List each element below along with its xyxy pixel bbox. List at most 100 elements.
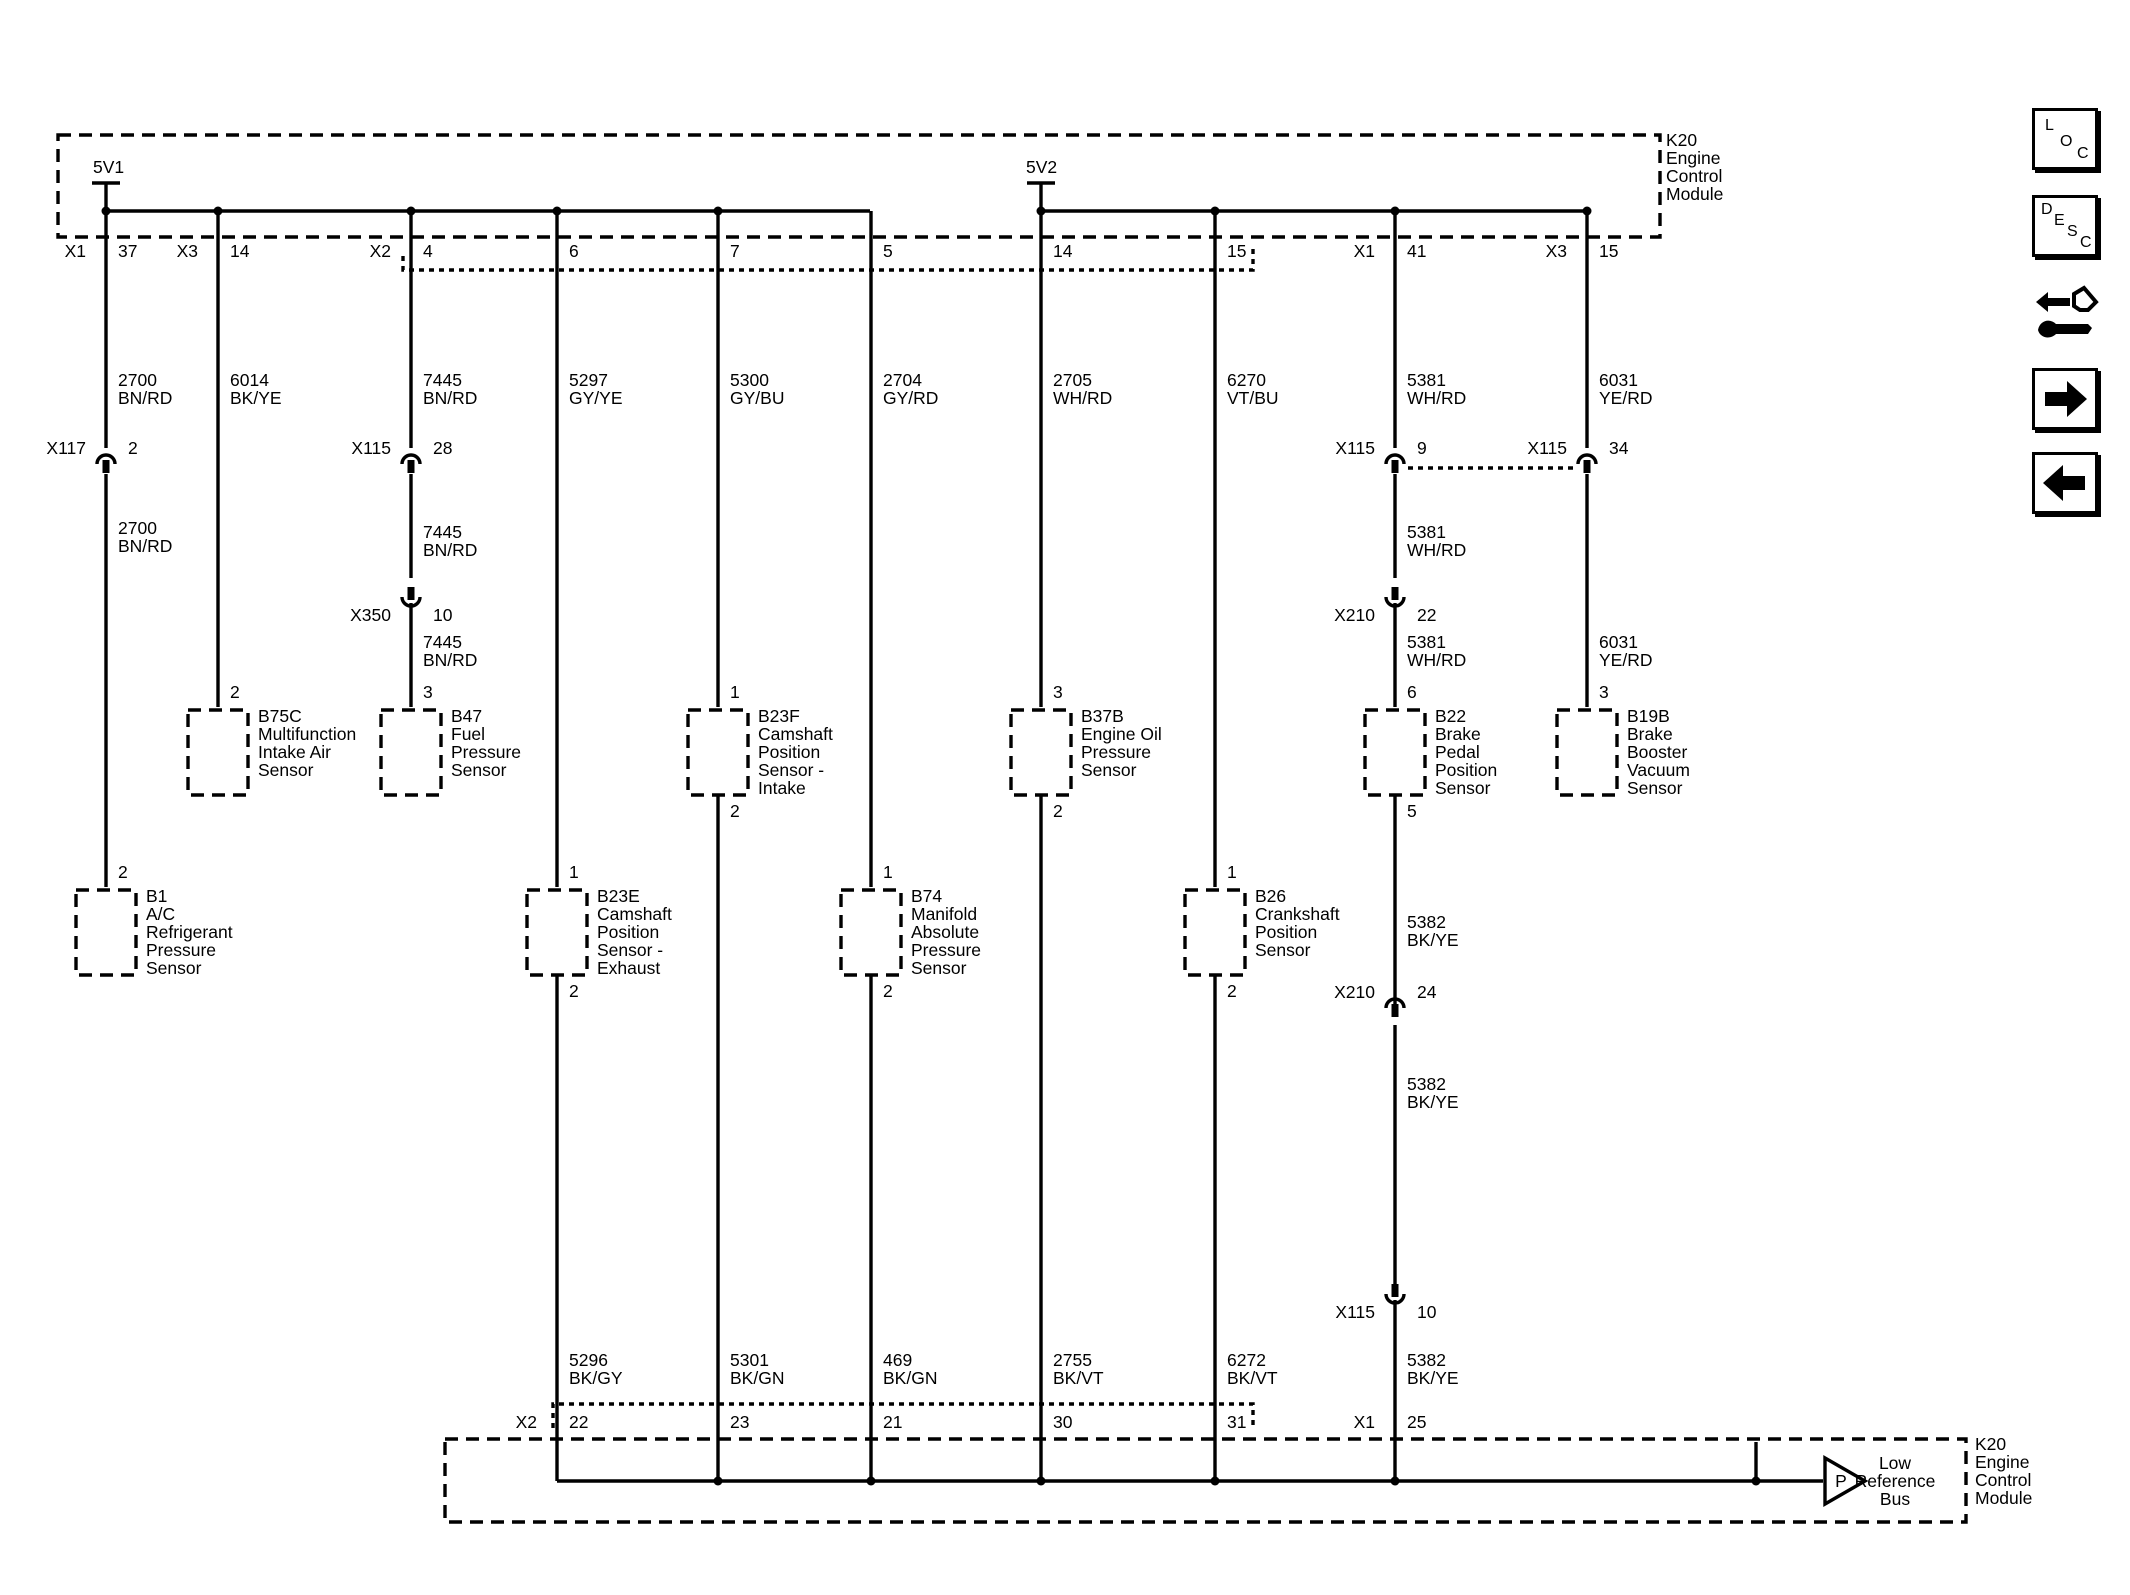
component-b19b-line: Sensor bbox=[1627, 778, 1683, 798]
conn-x115-28-cup bbox=[400, 453, 422, 465]
bus-junction-bottom bbox=[1036, 1476, 1046, 1486]
conn-x210-22-cup bbox=[1384, 596, 1406, 608]
conn-x350-pin-number: 10 bbox=[433, 605, 453, 625]
component-b23f-pin-bottom: 2 bbox=[730, 801, 740, 821]
next-button[interactable] bbox=[2032, 368, 2098, 430]
component-b23f-line: Sensor - bbox=[758, 760, 824, 780]
top-pin-number: 14 bbox=[1053, 241, 1073, 261]
wire-label-7445-circuit: 7445 bbox=[423, 370, 462, 390]
connector-wrench-icon bbox=[2036, 285, 2099, 338]
component-b1-id: B1 bbox=[146, 886, 167, 906]
component-b23f-pin-top: 1 bbox=[730, 682, 740, 702]
component-b75c-id: B75C bbox=[258, 706, 302, 726]
wire-label-7445-color: BN/RD bbox=[423, 388, 477, 408]
conn-x117-cup bbox=[95, 453, 117, 465]
back-button[interactable] bbox=[2032, 452, 2098, 514]
bus-name-line: Low bbox=[1879, 1453, 1911, 1473]
loc-letter-o: O bbox=[2060, 133, 2073, 150]
component-b22-outline bbox=[1363, 708, 1427, 797]
wire-label-2704-circuit: 2704 bbox=[883, 370, 922, 390]
bottom-pin-number: 30 bbox=[1053, 1412, 1073, 1432]
wire-label-469-circuit: 469 bbox=[883, 1350, 912, 1370]
component-b47-line: Sensor bbox=[451, 760, 507, 780]
component-b47-line: Fuel bbox=[451, 724, 485, 744]
wire-label-6270-circuit: 6270 bbox=[1227, 370, 1266, 390]
wire-label-2755-circuit: 2755 bbox=[1053, 1350, 1092, 1370]
module-top-name-line: Engine bbox=[1666, 148, 1721, 168]
component-b23f-outline bbox=[686, 708, 750, 797]
bus-junction-bottom bbox=[713, 1476, 723, 1486]
wire-label-2755-color: BK/VT bbox=[1053, 1368, 1104, 1388]
k20-module-top-outline bbox=[56, 133, 1662, 239]
module-bottom-name-line: Engine bbox=[1975, 1452, 2030, 1472]
component-b37b-line: Pressure bbox=[1081, 742, 1151, 762]
component-b26-line: Crankshaft bbox=[1255, 904, 1340, 924]
component-b47-outline bbox=[379, 708, 443, 797]
connector-x2-bottom-group bbox=[551, 1402, 1255, 1428]
component-b19b-line: Brake bbox=[1627, 724, 1673, 744]
wire-label-6031-low-circuit: 6031 bbox=[1599, 632, 1638, 652]
component-b23e-outline bbox=[525, 888, 589, 977]
wire-label-5300-circuit: 5300 bbox=[730, 370, 769, 390]
bottom-pin-number: 22 bbox=[569, 1412, 588, 1432]
component-b26-id: B26 bbox=[1255, 886, 1286, 906]
wire-label-5382-b-color: BK/YE bbox=[1407, 1092, 1459, 1112]
module-bottom-id: K20 bbox=[1975, 1434, 2006, 1454]
conn-x350-label: X350 bbox=[350, 605, 391, 625]
bus-name-line: Reference bbox=[1855, 1471, 1936, 1491]
bottom-pin-number: 31 bbox=[1227, 1412, 1246, 1432]
component-b26-pin-bottom: 2 bbox=[1227, 981, 1237, 1001]
module-top-name-line: Module bbox=[1666, 184, 1723, 204]
wire-label-2705-circuit: 2705 bbox=[1053, 370, 1092, 390]
wire-label-7445-low-color: BN/RD bbox=[423, 650, 477, 670]
component-b26-pin-top: 1 bbox=[1227, 862, 1237, 882]
conn-x117-label: X117 bbox=[46, 438, 86, 458]
component-b37b-line: Sensor bbox=[1081, 760, 1137, 780]
conn-x115-28-pin bbox=[407, 460, 415, 473]
wire-label-5382-c-circuit: 5382 bbox=[1407, 1350, 1446, 1370]
wire-label-7445-mid-color: BN/RD bbox=[423, 540, 477, 560]
wire-label-469-color: BK/GN bbox=[883, 1368, 937, 1388]
component-b1-line: Sensor bbox=[146, 958, 202, 978]
wire-label-5381-mid-color: WH/RD bbox=[1407, 540, 1466, 560]
component-b1-line: A/C bbox=[146, 904, 175, 924]
wire-label-5300-color: GY/BU bbox=[730, 388, 784, 408]
connector-wrench-button[interactable] bbox=[2030, 280, 2102, 346]
component-b22-line: Pedal bbox=[1435, 742, 1480, 762]
wire-label-2705-color: WH/RD bbox=[1053, 388, 1112, 408]
wire-label-5381-color: WH/RD bbox=[1407, 388, 1466, 408]
desc-letter-c: C bbox=[2080, 234, 2092, 251]
component-b23e-line: Sensor - bbox=[597, 940, 663, 960]
top-pin-connector: X1 bbox=[1354, 241, 1375, 261]
component-b19b-pin-top: 3 bbox=[1599, 682, 1609, 702]
loc-button[interactable]: L O C bbox=[2032, 108, 2098, 170]
component-b74-id: B74 bbox=[911, 886, 942, 906]
conn-x210-24-pin-number: 24 bbox=[1417, 982, 1437, 1002]
conn-x115-9-label: X115 bbox=[1335, 438, 1375, 458]
wire-label-6014-circuit: 6014 bbox=[230, 370, 269, 390]
component-b22-pin-bottom: 5 bbox=[1407, 801, 1417, 821]
component-b37b-id: B37B bbox=[1081, 706, 1124, 726]
component-b23f-id: B23F bbox=[758, 706, 800, 726]
wire-label-5301-color: BK/GN bbox=[730, 1368, 784, 1388]
component-b1-line: Refrigerant bbox=[146, 922, 233, 942]
component-b74-pin-top: 1 bbox=[883, 862, 893, 882]
desc-button[interactable]: D E S C bbox=[2032, 195, 2098, 257]
wire-label-5381-low-color: WH/RD bbox=[1407, 650, 1466, 670]
top-pin-number: 5 bbox=[883, 241, 893, 261]
conn-x350-pin bbox=[407, 587, 415, 600]
bottom-pin-number: 23 bbox=[730, 1412, 749, 1432]
conn-x115-9-pin-number: 9 bbox=[1417, 438, 1427, 458]
wire-label-6031-circuit: 6031 bbox=[1599, 370, 1638, 390]
bottom-pin-number: 25 bbox=[1407, 1412, 1426, 1432]
component-b47-line: Pressure bbox=[451, 742, 521, 762]
desc-letter-s: S bbox=[2067, 223, 2078, 240]
wire-label-5381-low-circuit: 5381 bbox=[1407, 632, 1446, 652]
arrow-left-icon bbox=[2043, 465, 2085, 501]
top-pin-number: 7 bbox=[730, 241, 740, 261]
conn-x210-22-pin bbox=[1391, 587, 1399, 600]
component-b74-line: Pressure bbox=[911, 940, 981, 960]
conn-x115-34-label: X115 bbox=[1527, 438, 1567, 458]
top-pin-connector: X2 bbox=[370, 241, 391, 261]
wire-label-2704-color: GY/RD bbox=[883, 388, 938, 408]
